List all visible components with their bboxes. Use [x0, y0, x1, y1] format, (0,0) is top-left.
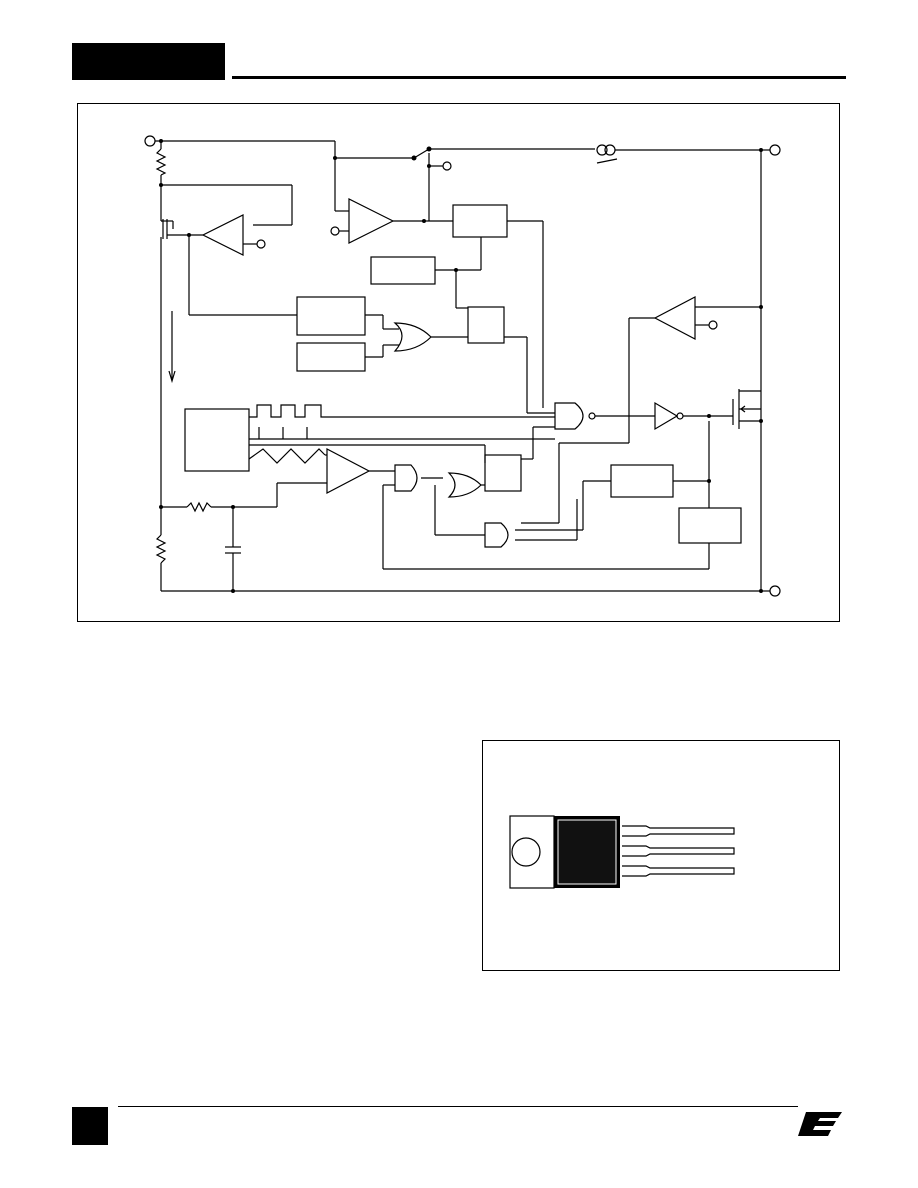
header-tab: [72, 43, 225, 80]
oscillator-block: [184, 408, 250, 472]
pwm-comparator: [326, 448, 371, 494]
block-3: [296, 296, 366, 336]
lead-3: [622, 865, 735, 877]
and-gate-2: [484, 522, 509, 548]
block-4: [296, 342, 366, 372]
block-2: [370, 256, 436, 285]
right-amplifier: [653, 296, 696, 340]
mounting-hole: [511, 837, 541, 867]
block-diagram-frame: [77, 103, 840, 622]
top-resistor: [155, 148, 167, 176]
and-gate-1: [394, 464, 418, 492]
latch-1: [467, 306, 505, 344]
package-figure-frame: [482, 740, 840, 971]
input-terminal: [144, 135, 156, 147]
driver-inverter: [654, 401, 679, 431]
or-gate-2: [447, 472, 482, 498]
ramp-waveform: [248, 448, 326, 464]
latch-2: [484, 454, 522, 492]
header-rule: [232, 76, 846, 79]
page-number-tab: [72, 1107, 108, 1145]
series-resistor: [186, 501, 212, 513]
left-amplifier: [201, 214, 244, 256]
block-diagram: [144, 135, 781, 597]
or-gate-1: [393, 322, 432, 352]
error-amplifier: [348, 198, 395, 244]
apex-logo-icon: [798, 1112, 842, 1136]
bottom-resistor: [155, 534, 167, 564]
footer-rule: [118, 1106, 798, 1107]
lead-2: [622, 845, 735, 857]
sense-block-1: [610, 464, 674, 498]
sense-block-2: [678, 507, 742, 544]
package-tab: [509, 815, 555, 889]
lead-1: [622, 825, 735, 837]
package-figure: [509, 815, 735, 889]
nand-gate: [554, 402, 584, 430]
current-source-a: [596, 144, 608, 156]
block-1: [452, 204, 508, 238]
clock-waveform: [249, 404, 555, 418]
